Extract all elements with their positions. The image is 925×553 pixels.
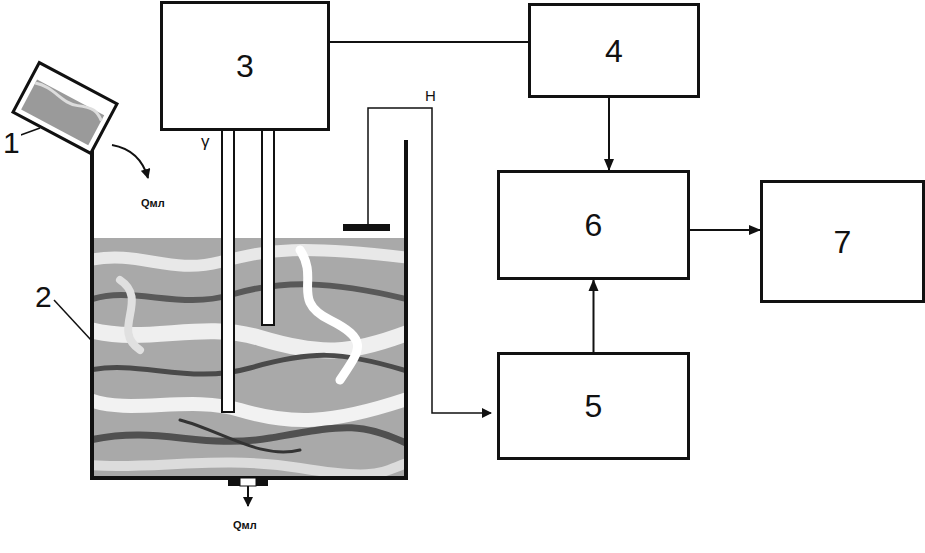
box-number: 4 — [605, 35, 623, 67]
signal-label: H — [424, 88, 437, 103]
box-number: 5 — [585, 390, 603, 422]
process-box: 3 — [160, 1, 330, 131]
process-box: 7 — [760, 180, 925, 303]
process-box: 5 — [497, 352, 690, 460]
inflow-arrow — [112, 145, 148, 178]
process-box: 6 — [497, 170, 690, 280]
box-number: 7 — [834, 226, 852, 258]
box-number: 3 — [236, 50, 254, 82]
probe — [222, 130, 234, 412]
leader-line — [54, 300, 91, 340]
box-number: 6 — [585, 209, 603, 241]
signal-connector — [593, 280, 595, 352]
signal-connector — [330, 41, 528, 43]
signal-connector — [608, 98, 610, 170]
sensor-wire — [368, 108, 491, 413]
outflow-arrow — [247, 486, 249, 506]
process-box: 4 — [528, 3, 700, 98]
callout-number: 2 — [34, 282, 53, 312]
level-sensor-plate — [343, 224, 390, 231]
signal-connector — [690, 229, 760, 231]
tank-wall — [92, 140, 406, 478]
probe — [262, 130, 274, 325]
signal-label: Qмл — [140, 198, 166, 209]
feed-container — [13, 63, 117, 154]
signal-label: γ — [200, 133, 211, 150]
outlet-valve — [228, 478, 268, 486]
liquid-marbling — [93, 250, 404, 474]
leader-line — [18, 128, 40, 136]
callout-number: 1 — [2, 128, 21, 158]
signal-label: Qмл — [232, 520, 258, 531]
